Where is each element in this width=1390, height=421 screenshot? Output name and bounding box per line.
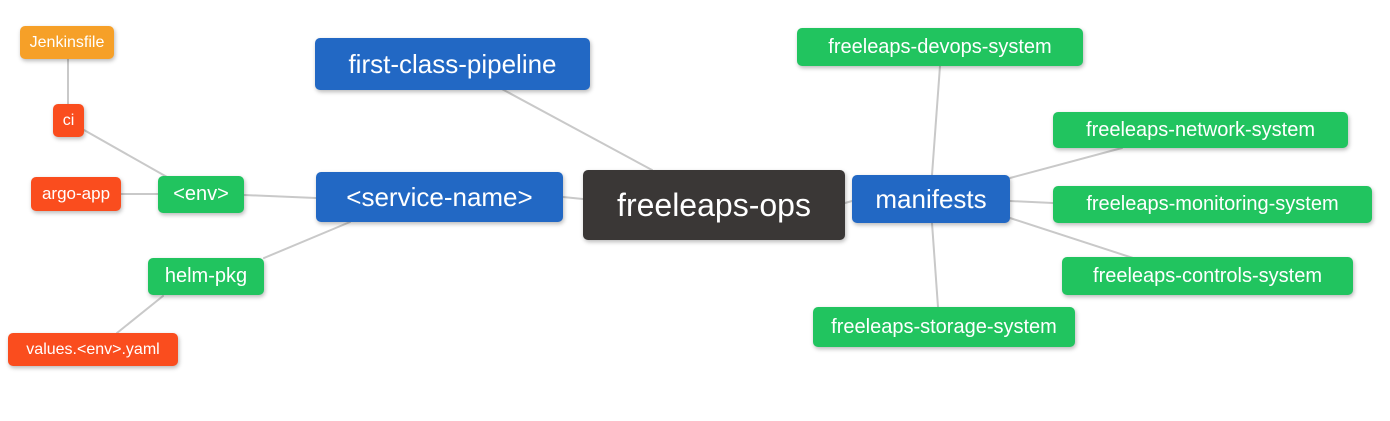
- edge-service-name-ops: [562, 196, 584, 200]
- node-argo-app[interactable]: argo-app: [31, 177, 121, 211]
- edge-manifests-devops: [931, 65, 941, 176]
- node-jenkinsfile[interactable]: Jenkinsfile: [20, 26, 114, 59]
- node-freeleaps-monitoring-system[interactable]: freeleaps-monitoring-system: [1053, 186, 1372, 223]
- node-first-class-pipeline[interactable]: first-class-pipeline: [315, 38, 590, 90]
- node-env[interactable]: <env>: [158, 176, 244, 213]
- node-values-env-yaml[interactable]: values.<env>.yaml: [8, 333, 178, 366]
- node-freeleaps-controls-system[interactable]: freeleaps-controls-system: [1062, 257, 1353, 295]
- edge-manifests-network: [1009, 147, 1123, 179]
- edge-manifests-monitoring: [1009, 200, 1054, 204]
- edge-helm-pkg-service-name: [263, 221, 351, 259]
- node-helm-pkg[interactable]: helm-pkg: [148, 258, 264, 295]
- node-service-name[interactable]: <service-name>: [316, 172, 563, 222]
- edge-ci-env: [83, 129, 168, 178]
- node-freeleaps-devops-system[interactable]: freeleaps-devops-system: [797, 28, 1083, 66]
- edge-ops-manifests: [844, 200, 853, 204]
- edge-pipeline-ops: [499, 87, 653, 171]
- edge-manifests-controls: [1009, 217, 1134, 259]
- node-freeleaps-storage-system[interactable]: freeleaps-storage-system: [813, 307, 1075, 347]
- node-ci[interactable]: ci: [53, 104, 84, 137]
- edge-helm-pkg-values: [116, 295, 164, 334]
- node-freeleaps-ops[interactable]: freeleaps-ops: [583, 170, 845, 240]
- edge-env-service-name: [243, 194, 317, 199]
- node-manifests[interactable]: manifests: [852, 175, 1010, 223]
- node-freeleaps-network-system[interactable]: freeleaps-network-system: [1053, 112, 1348, 148]
- edge-manifests-storage: [931, 222, 939, 308]
